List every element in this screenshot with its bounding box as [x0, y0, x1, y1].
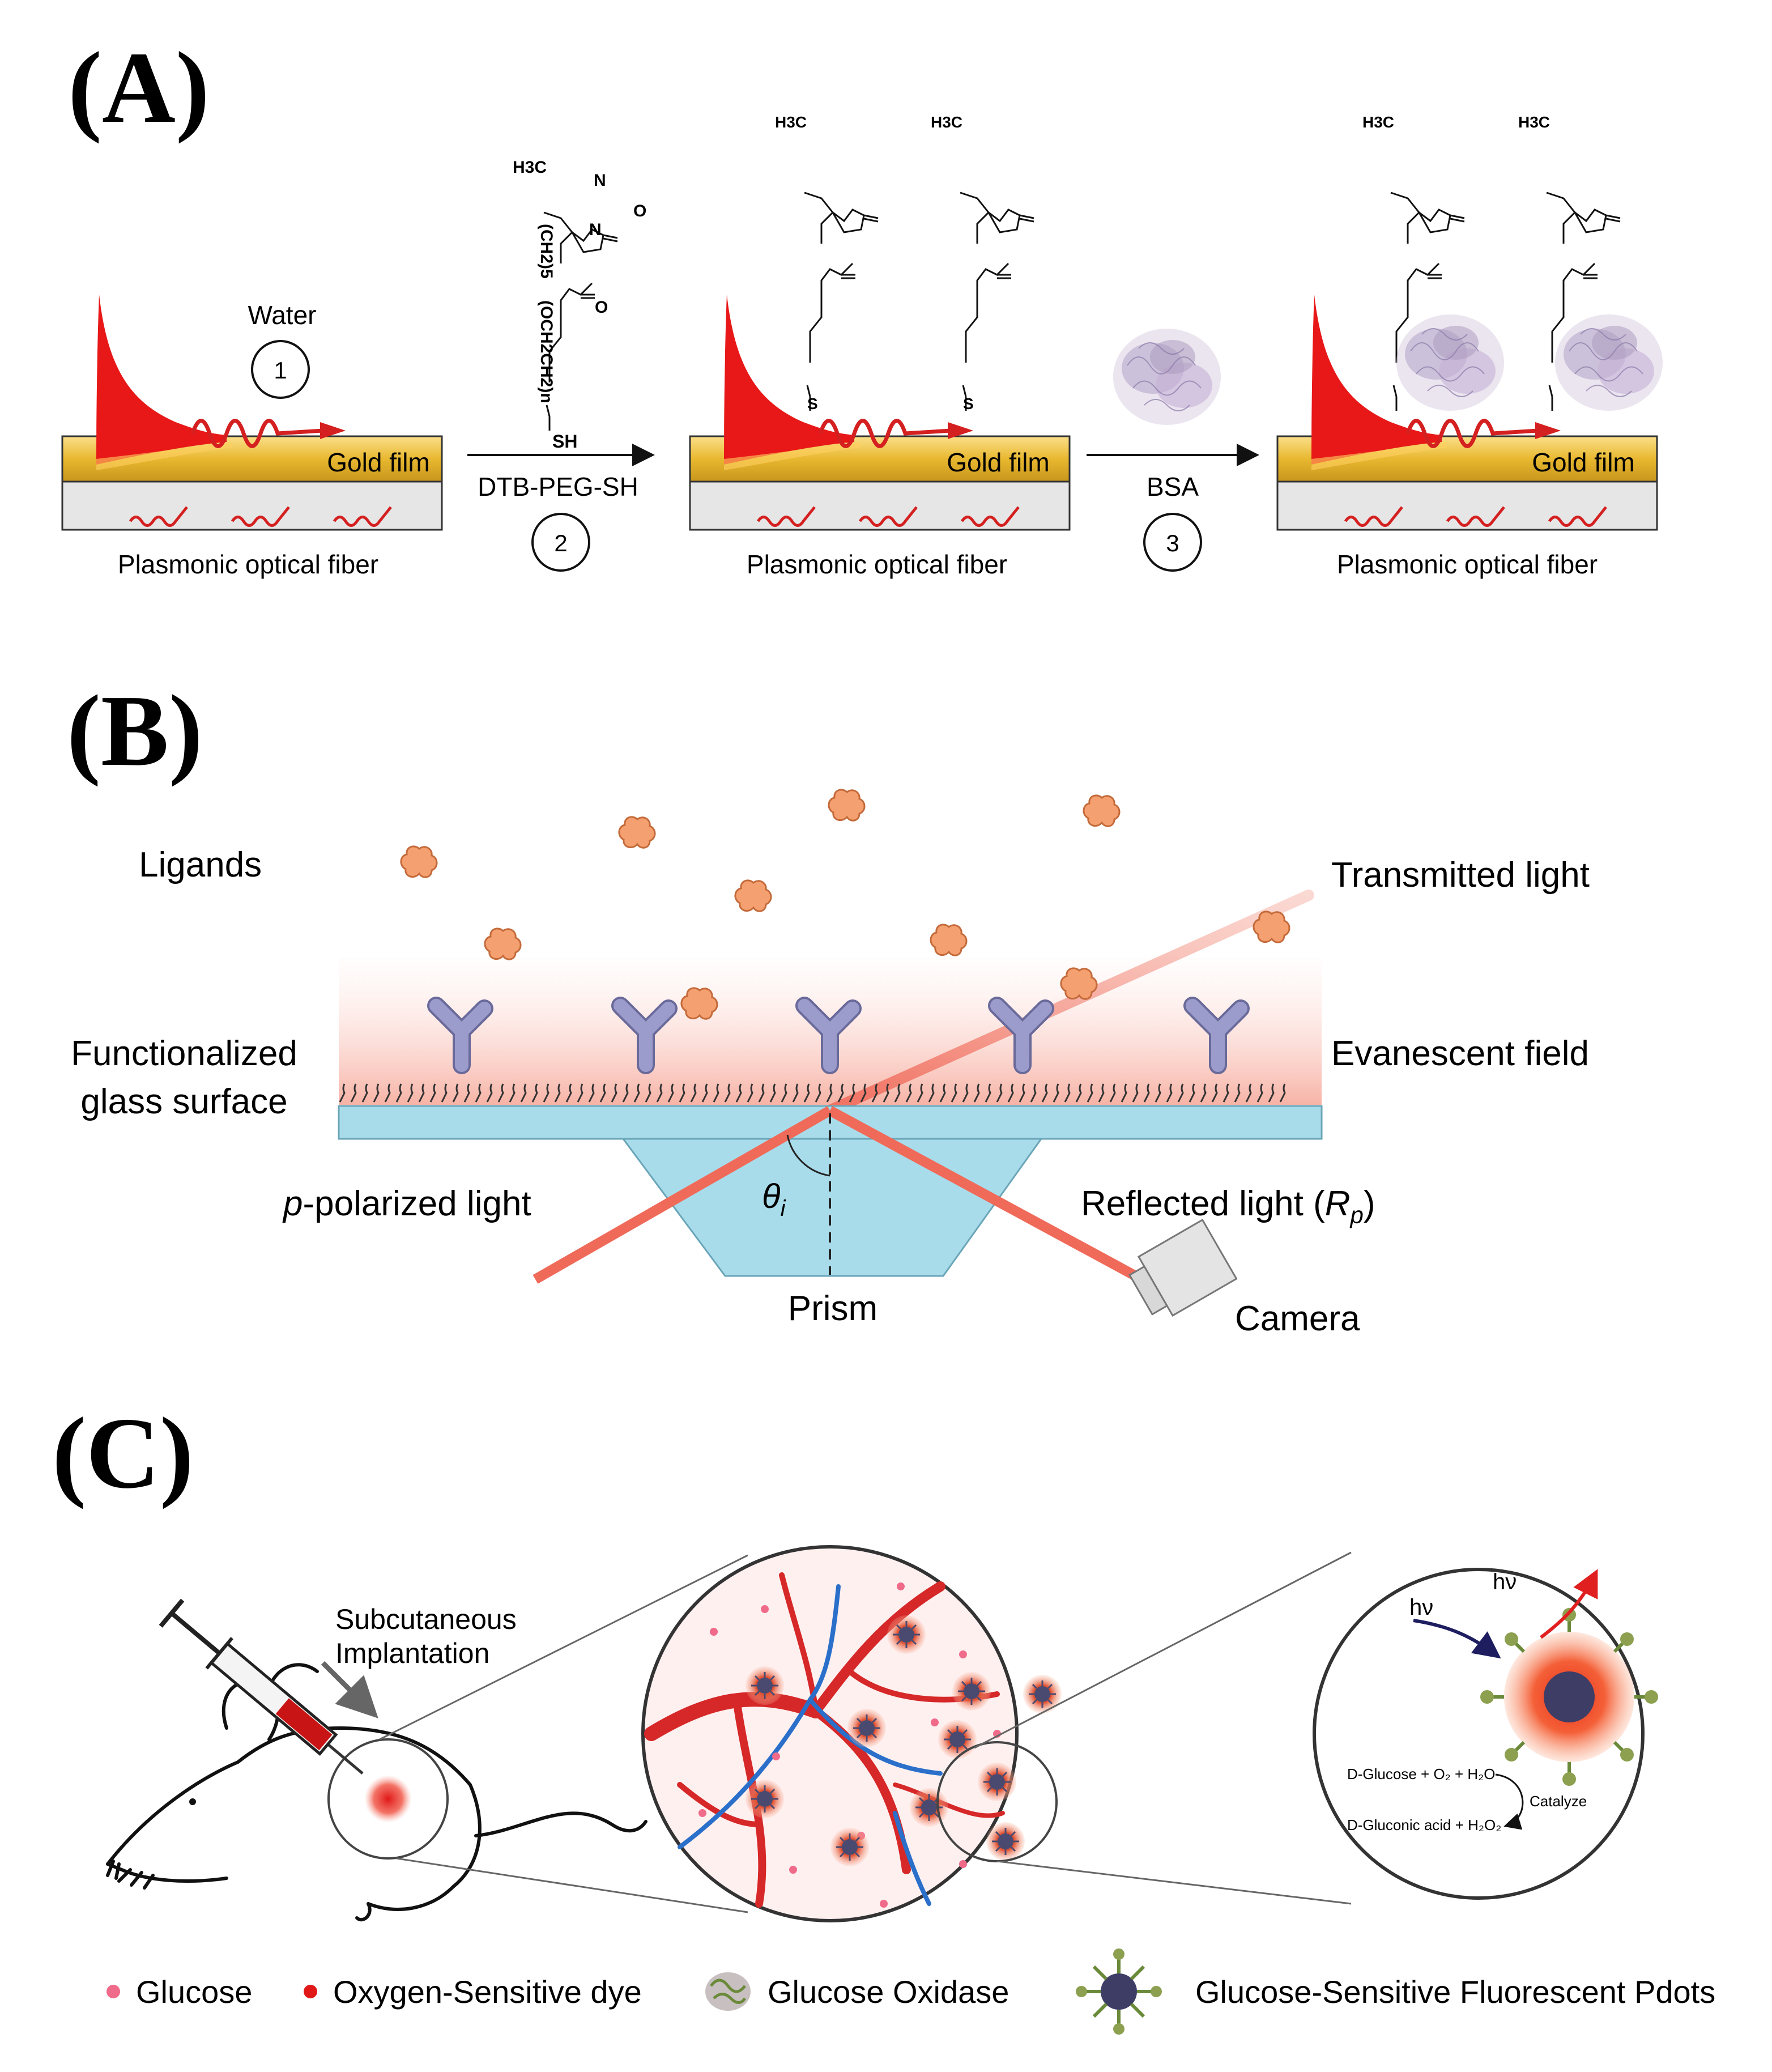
implant-label-2: Implantation	[335, 1637, 489, 1669]
gold-film-label-3: Gold film	[1532, 448, 1634, 477]
transmitted-beam	[824, 890, 1314, 1116]
linker-layer	[339, 1083, 1286, 1103]
prism	[621, 1138, 1043, 1277]
theta-label: θi	[762, 1177, 786, 1221]
implant-site-circle	[327, 1738, 449, 1860]
mouse-eye-icon	[189, 1798, 196, 1805]
reflected-beam	[827, 1106, 1141, 1282]
chain-sh: SH	[552, 431, 577, 452]
panel-a-label: (A)	[68, 31, 210, 144]
chain-3b-h3c: H3C	[1518, 113, 1550, 131]
peg-chain-2b	[959, 192, 1035, 412]
ligand-bound-1	[680, 987, 718, 1020]
legend-pdots-icon	[1076, 1948, 1162, 2035]
bsa-protein-free	[1113, 328, 1221, 426]
pdot-zoom-circle	[1313, 1568, 1658, 1900]
zoom-cone-1	[379, 1554, 748, 1913]
step-1-circle	[251, 340, 310, 399]
fiber-unit-2	[690, 295, 1070, 530]
ligand-1	[400, 845, 438, 878]
reflected-light-label: Reflected light (Rp)	[1081, 1184, 1375, 1228]
gold-film-label-1: Gold film	[327, 448, 429, 477]
chain-2a-s: S	[807, 395, 818, 412]
panel-c: (C) Subcutaneous Implantation	[52, 1397, 1715, 2035]
ligand-8	[1253, 911, 1290, 943]
fiber-label-2: Plasmonic optical fiber	[747, 550, 1007, 579]
ligands-label: Ligands	[139, 845, 262, 884]
camera-icon	[1128, 1218, 1238, 1317]
chain-h3c: H3C	[513, 158, 547, 177]
implant-arrow	[321, 1661, 378, 1718]
prism-label: Prism	[788, 1289, 878, 1328]
step-2-number: 2	[554, 530, 567, 556]
catalyze-label: Catalyze	[1530, 1793, 1587, 1810]
fiber-label-3: Plasmonic optical fiber	[1337, 550, 1598, 579]
tissue-zoom-circle	[641, 1545, 1063, 1922]
functionalized-label-2: glass surface	[80, 1082, 287, 1121]
chain-o1: O	[633, 202, 646, 220]
panel-c-label: (C)	[52, 1397, 194, 1509]
legend-glucose: Glucose	[136, 1974, 252, 2010]
implant-glow	[364, 1775, 412, 1823]
fiber-label-1: Plasmonic optical fiber	[118, 550, 378, 579]
chain-3a-h3c: H3C	[1362, 113, 1394, 131]
legend-pdots: Glucose-Sensitive Fluorescent Pdots	[1195, 1974, 1715, 2010]
step-2-circle	[531, 513, 590, 572]
angle-arc	[786, 1134, 830, 1177]
legend-oxygen-dye-icon	[304, 1985, 317, 1998]
bsa-protein-bound-2	[1554, 314, 1663, 411]
chain-n1: N	[594, 171, 606, 190]
hv-out-arrow	[1540, 1569, 1598, 1639]
ligand-7	[930, 924, 968, 956]
chain-2b-h3c: H3C	[931, 113, 962, 131]
panel-a: (A) Water 1 Gold film Plasmonic optical …	[62, 31, 1663, 579]
p-polarized-label: p-polarized light	[282, 1184, 531, 1223]
hv-in-label: hν	[1409, 1595, 1433, 1620]
camera-label: Camera	[1235, 1299, 1360, 1338]
ligand-5	[734, 879, 772, 912]
legend-glucose-icon	[107, 1985, 120, 1998]
water-label: Water	[248, 300, 317, 330]
hv-in-arrow	[1413, 1619, 1501, 1659]
legend-glucose-oxidase-icon	[705, 1972, 751, 2011]
zoom-cone-2	[974, 1551, 1352, 1905]
step-3-number: 3	[1166, 530, 1179, 556]
chain-n2: N	[589, 220, 602, 239]
ligand-6	[484, 927, 522, 960]
dtb-peg-sh-label: DTB-PEG-SH	[478, 472, 638, 501]
ligand-4	[1083, 794, 1121, 827]
syringe-icon	[159, 1598, 364, 1775]
legend-glucose-oxidase: Glucose Oxidase	[768, 1974, 1009, 2010]
chain-o2: O	[595, 298, 608, 317]
catalyze-arrow	[1495, 1773, 1524, 1830]
transmitted-light-label: Transmitted light	[1331, 856, 1590, 895]
chain-och2: (OCH2CH2)n	[537, 300, 556, 403]
gold-film-label-2: Gold film	[947, 448, 1049, 477]
bsa-label: BSA	[1147, 472, 1199, 501]
reaction-products: D-Gluconic acid + H₂O₂	[1347, 1816, 1501, 1833]
peg-chain-2a	[803, 192, 879, 412]
legend: Glucose Oxygen-Sensitive dye Glucose Oxi…	[107, 1948, 1715, 2035]
bsa-protein-bound-1	[1396, 314, 1505, 411]
step-1-number: 1	[274, 357, 287, 384]
panel-b: (B)	[67, 674, 1590, 1338]
chain-2a-h3c: H3C	[775, 113, 807, 131]
legend-oxygen-dye: Oxygen-Sensitive dye	[333, 1974, 642, 2010]
implant-label-1: Subcutaneous	[335, 1603, 517, 1635]
reaction-reactants: D-Glucose + O₂ + H₂O	[1347, 1765, 1496, 1782]
step-3-circle	[1143, 513, 1202, 572]
panel-b-label: (B)	[67, 674, 203, 787]
ligand-2	[618, 816, 656, 849]
functionalized-label-1: Functionalized	[71, 1034, 297, 1073]
ligand-bound-2	[1060, 967, 1098, 1000]
evanescent-field-label: Evanescent field	[1331, 1034, 1589, 1073]
chain-ch2: (CH2)5	[537, 224, 556, 279]
hv-out-label: hν	[1493, 1569, 1517, 1594]
fiber-unit-1	[62, 295, 442, 530]
chain-2b-s: S	[963, 395, 974, 412]
ligand-3	[828, 789, 866, 822]
incident-beam	[533, 1106, 833, 1284]
